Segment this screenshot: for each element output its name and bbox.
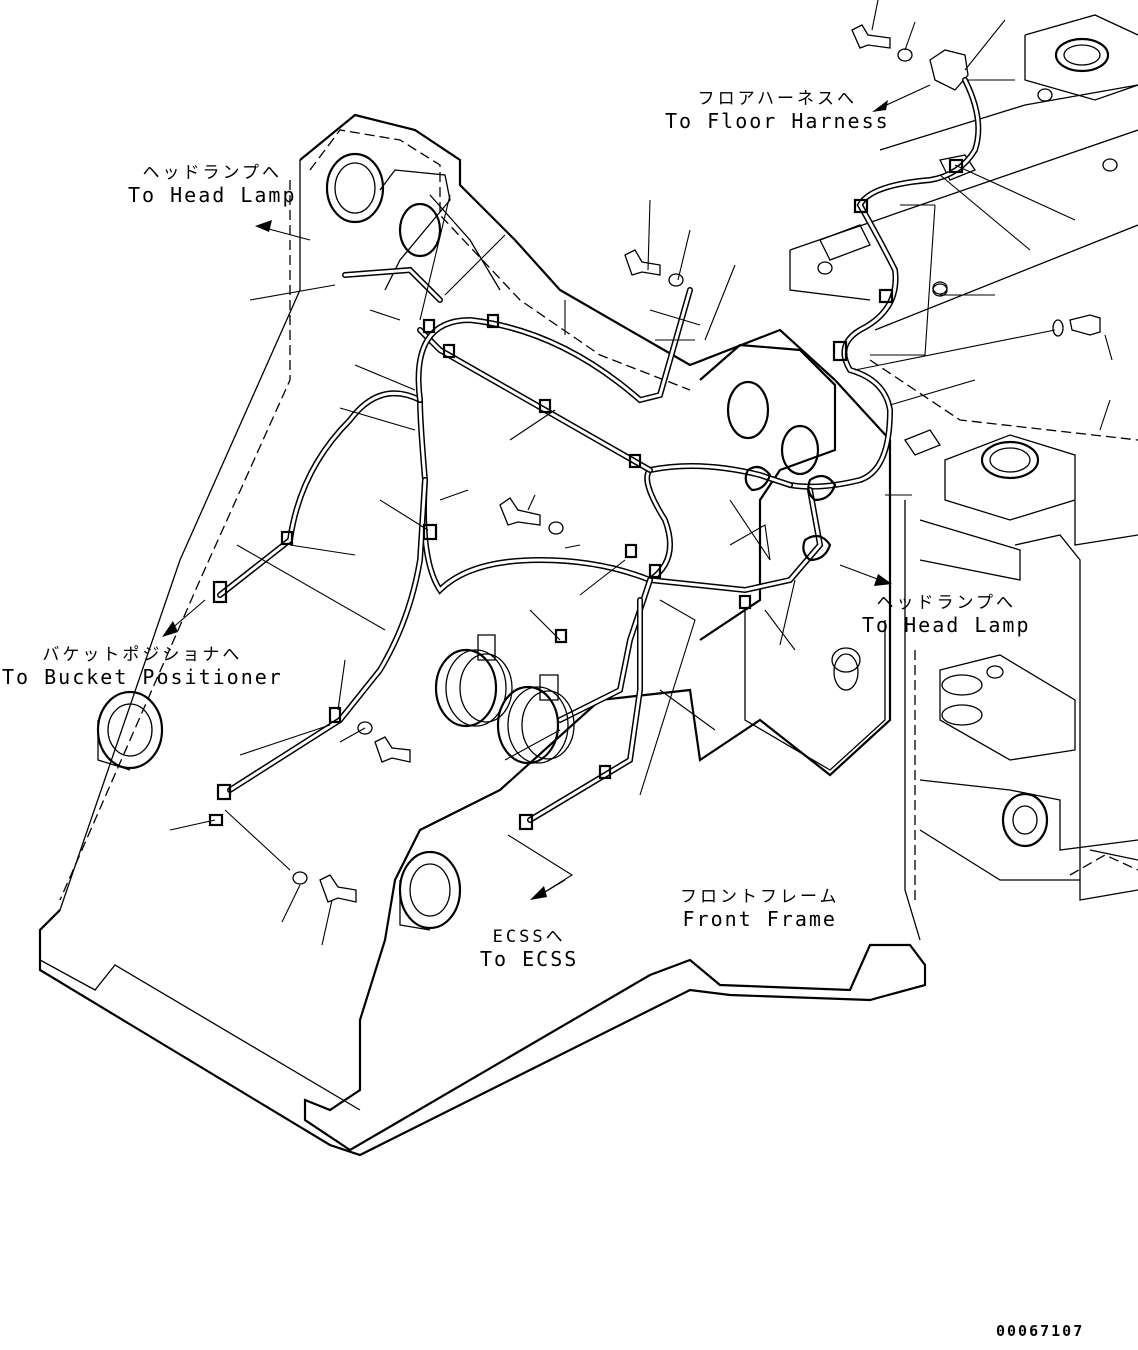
callout-ecss-jp: ECSSへ	[492, 927, 566, 947]
rear-frame-outline	[789, 14, 1138, 941]
callout-head-lamp-right-jp: ヘッドランプへ	[876, 593, 1016, 613]
callout-bucket-positioner-jp: バケットポジショナへ	[42, 645, 243, 665]
callout-bucket-positioner-en: To Bucket Positioner	[2, 665, 283, 689]
callout-ecss: ECSSへ To ECSS	[480, 926, 578, 970]
callout-front-frame-en: Front Frame	[682, 907, 837, 931]
work-lamps	[434, 465, 837, 765]
callout-ecss-en: To ECSS	[480, 947, 579, 971]
harness-clamps	[208, 158, 964, 831]
front-frame-outline	[38, 113, 927, 1157]
drawing-number: 00067107	[996, 1322, 1085, 1340]
callout-head-lamp-right-en: To Head Lamp	[862, 613, 1031, 637]
leader-lines	[169, 0, 1113, 946]
bolts-washers	[292, 24, 1101, 903]
callout-head-lamp-left-en: To Head Lamp	[128, 183, 297, 207]
direction-arrows	[162, 84, 931, 900]
callout-floor-harness-jp: フロアハーネスへ	[697, 89, 857, 109]
callout-head-lamp-left-jp: ヘッドランプへ	[142, 163, 282, 183]
callout-bucket-positioner: バケットポジショナへ To Bucket Positioner	[2, 644, 283, 688]
callout-floor-harness: フロアハーネスへ To Floor Harness	[665, 88, 890, 132]
callout-front-frame: フロントフレーム Front Frame	[680, 886, 840, 930]
callout-front-frame-jp: フロントフレーム	[680, 887, 840, 907]
wire-harness	[217, 77, 982, 823]
callout-head-lamp-left: ヘッドランプへ To Head Lamp	[128, 162, 297, 206]
callout-floor-harness-en: To Floor Harness	[665, 109, 890, 133]
callout-head-lamp-right: ヘッドランプへ To Head Lamp	[862, 592, 1031, 636]
